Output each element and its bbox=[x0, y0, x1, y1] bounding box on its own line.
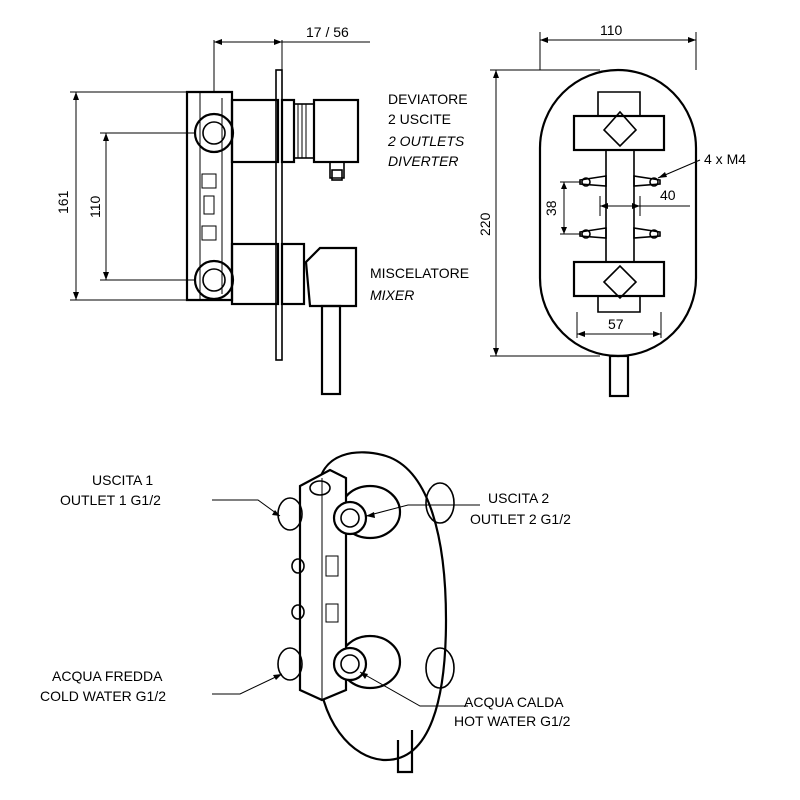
outlet-1-label-en: OUTLET 1 G1/2 bbox=[60, 492, 161, 508]
screw-hole-4 bbox=[649, 229, 659, 239]
cold-water-label-en: COLD WATER G1/2 bbox=[40, 688, 166, 704]
iso-lever bbox=[396, 730, 414, 774]
screw-hole-2 bbox=[649, 177, 659, 187]
front-view: 110 220 38 40 57 4 x M4 bbox=[477, 22, 746, 398]
outlet-connection-top bbox=[193, 112, 235, 154]
outlet-2-label-it: USCITA 2 bbox=[488, 490, 549, 506]
cold-water-label-it: ACQUA FREDDA bbox=[52, 668, 163, 684]
depth-dimension-label: 17 / 56 bbox=[306, 24, 349, 40]
cover-plate bbox=[538, 68, 698, 358]
iso-valve-body bbox=[298, 468, 348, 702]
mixer-lever-base bbox=[304, 246, 358, 308]
hole-horizontal-dimension-label: 40 bbox=[660, 187, 676, 203]
inlet-connection-bottom bbox=[193, 259, 235, 301]
outlet-1-label-it: USCITA 1 bbox=[92, 472, 153, 488]
body-width-dimension-label: 57 bbox=[608, 316, 624, 332]
hot-water-label-en: HOT WATER G1/2 bbox=[454, 713, 571, 729]
diverter-label-en-1: 2 OUTLETS bbox=[387, 133, 465, 149]
outlet-2-label-en: OUTLET 2 G1/2 bbox=[470, 511, 571, 527]
hole-vertical-dimension-label: 38 bbox=[543, 200, 559, 216]
diverter-label-en-2: DIVERTER bbox=[388, 153, 459, 169]
iso-cover-plate bbox=[316, 451, 448, 762]
mixer-label-it: MISCELATORE bbox=[370, 265, 469, 281]
height-dimension-label: 161 bbox=[55, 190, 71, 214]
iso-outlet-2-port bbox=[332, 500, 368, 536]
spacing-dimension-label: 110 bbox=[87, 195, 103, 218]
mixer-lever bbox=[320, 304, 342, 396]
hot-water-label-it: ACQUA CALDA bbox=[464, 694, 564, 710]
screws-label: 4 x M4 bbox=[704, 151, 746, 167]
front-lever bbox=[608, 354, 630, 398]
mixer-label-en: MIXER bbox=[370, 287, 414, 303]
diverter-label-it-2: 2 USCITE bbox=[388, 111, 451, 127]
iso-hot-port bbox=[332, 646, 368, 682]
front-height-dimension-label: 220 bbox=[477, 212, 493, 236]
diverter-label-it-1: DEVIATORE bbox=[388, 91, 468, 107]
bottom-cartridge bbox=[230, 242, 280, 306]
front-width-dimension-label: 110 bbox=[600, 22, 623, 38]
valve-body-front bbox=[605, 149, 635, 263]
diverter-knob bbox=[312, 98, 360, 164]
isometric-view: USCITA 1 OUTLET 1 G1/2 USCITA 2 OUTLET 2… bbox=[40, 451, 571, 774]
wall-plate bbox=[275, 69, 283, 361]
top-cartridge bbox=[230, 98, 280, 164]
side-view: 17 / 56 161 110 DEVIATORE 2 USCITE 2 OUT… bbox=[55, 24, 469, 396]
